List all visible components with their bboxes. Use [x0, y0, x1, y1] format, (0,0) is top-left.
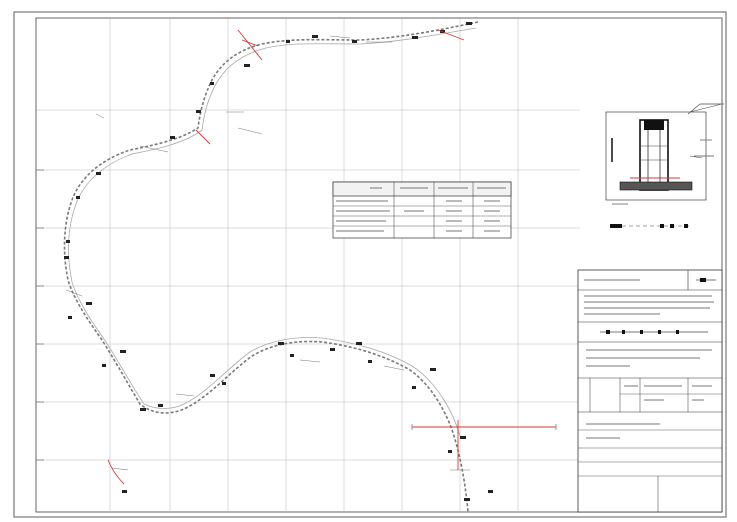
road-alignment [63, 21, 479, 513]
coordinate-grid [36, 18, 580, 512]
station-labels [65, 35, 470, 471]
inner-frame [35, 17, 723, 513]
typical-section-detail [605, 103, 724, 228]
red-cross-section-end-ticks [411, 424, 557, 430]
road-edge [68, 27, 477, 437]
red-cross-sections [107, 29, 556, 485]
quantities-table [332, 181, 512, 239]
grid-ticks-left [36, 169, 44, 461]
title-block [577, 269, 723, 513]
station-markers [64, 22, 493, 501]
